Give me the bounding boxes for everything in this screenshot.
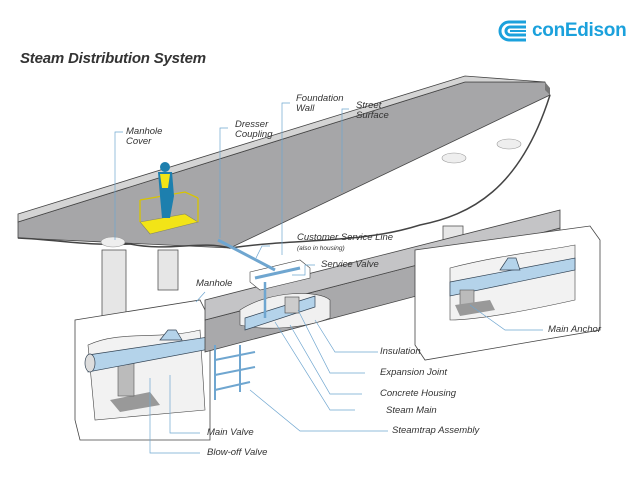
- label-dresser-coupling: Dresser Coupling: [235, 120, 273, 140]
- right-vault: [414, 225, 601, 361]
- leader-lines: [114, 102, 543, 454]
- label-customer-service-line-note: (also in housing): [297, 245, 345, 252]
- manhole-cover-2: [441, 152, 467, 164]
- brand-name: conEdison: [532, 20, 627, 41]
- label-manhole-cover: Manhole Cover: [126, 127, 162, 147]
- label-main-anchor: Main Anchor: [548, 324, 601, 335]
- label-steam-main: Steam Main: [386, 405, 437, 416]
- label-concrete-housing: Concrete Housing: [380, 388, 457, 399]
- label-manhole: Manhole: [196, 278, 233, 289]
- brick-column-mid: [157, 249, 179, 291]
- label-line: Wall: [296, 103, 315, 114]
- manhole-cover-3: [496, 138, 522, 150]
- main-valve-body: [159, 329, 183, 341]
- label-line: Coupling: [235, 129, 273, 140]
- brand-logo: conEdison: [498, 20, 627, 42]
- steamtrap-assembly: [214, 345, 256, 400]
- label-insulation: Insulation: [380, 346, 421, 357]
- label-line: Dresser: [235, 119, 269, 130]
- label-street-surface: Street Surface: [356, 101, 389, 121]
- diagram-title: Steam Distribution System: [20, 50, 206, 67]
- label-service-valve: Service Valve: [321, 259, 379, 270]
- label-blow-off-valve: Blow-off Valve: [207, 447, 268, 458]
- label-line: Surface: [356, 110, 389, 121]
- label-line: Cover: [126, 136, 152, 147]
- worker-on-platform: [139, 162, 199, 235]
- customer-service-line: [217, 238, 276, 272]
- street-surface: [17, 75, 551, 249]
- manhole-cover-1: [100, 236, 126, 248]
- label-line: Foundation: [296, 93, 344, 104]
- label-line: Manhole: [126, 126, 163, 137]
- label-foundation-wall: Foundation Wall: [296, 94, 344, 114]
- con-edison-logo-icon: [498, 20, 526, 42]
- expansion-joint: [284, 296, 300, 314]
- label-expansion-joint: Expansion Joint: [380, 367, 448, 378]
- label-steamtrap-assembly: Steamtrap Assembly: [392, 425, 480, 436]
- label-line: Street: [356, 100, 382, 111]
- label-main-valve: Main Valve: [207, 427, 254, 438]
- label-customer-service-line: Customer Service Line: [297, 232, 394, 243]
